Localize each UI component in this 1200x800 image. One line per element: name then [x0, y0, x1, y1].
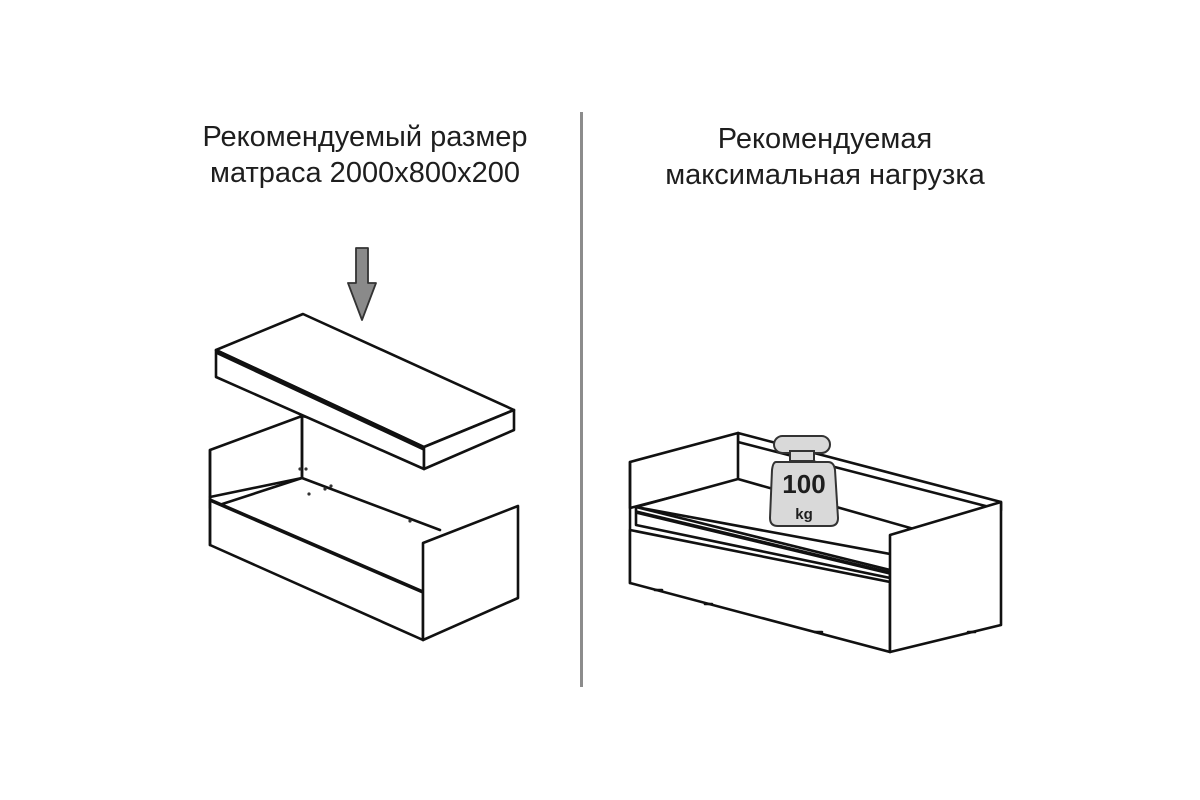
- panel-divider: [580, 112, 583, 687]
- left-panel-title: Рекомендуемый размер матраса 2000x800x20…: [150, 119, 580, 191]
- weight-unit: kg: [795, 506, 813, 523]
- weight-value: 100: [782, 469, 825, 499]
- left-title-line-2: матраса 2000x800x200: [210, 157, 520, 189]
- bed-frame-left: [208, 414, 520, 642]
- right-title-line-2: максимальная нагрузка: [665, 159, 985, 191]
- down-arrow-icon: [347, 247, 377, 321]
- right-panel-title: Рекомендуемая максимальная нагрузка: [620, 121, 1030, 193]
- left-title-line-1: Рекомендуемый размер: [202, 121, 528, 153]
- mattress-left: [214, 312, 516, 471]
- weight-icon: 100 kg: [768, 435, 840, 527]
- right-title-line-1: Рекомендуемая: [717, 123, 933, 155]
